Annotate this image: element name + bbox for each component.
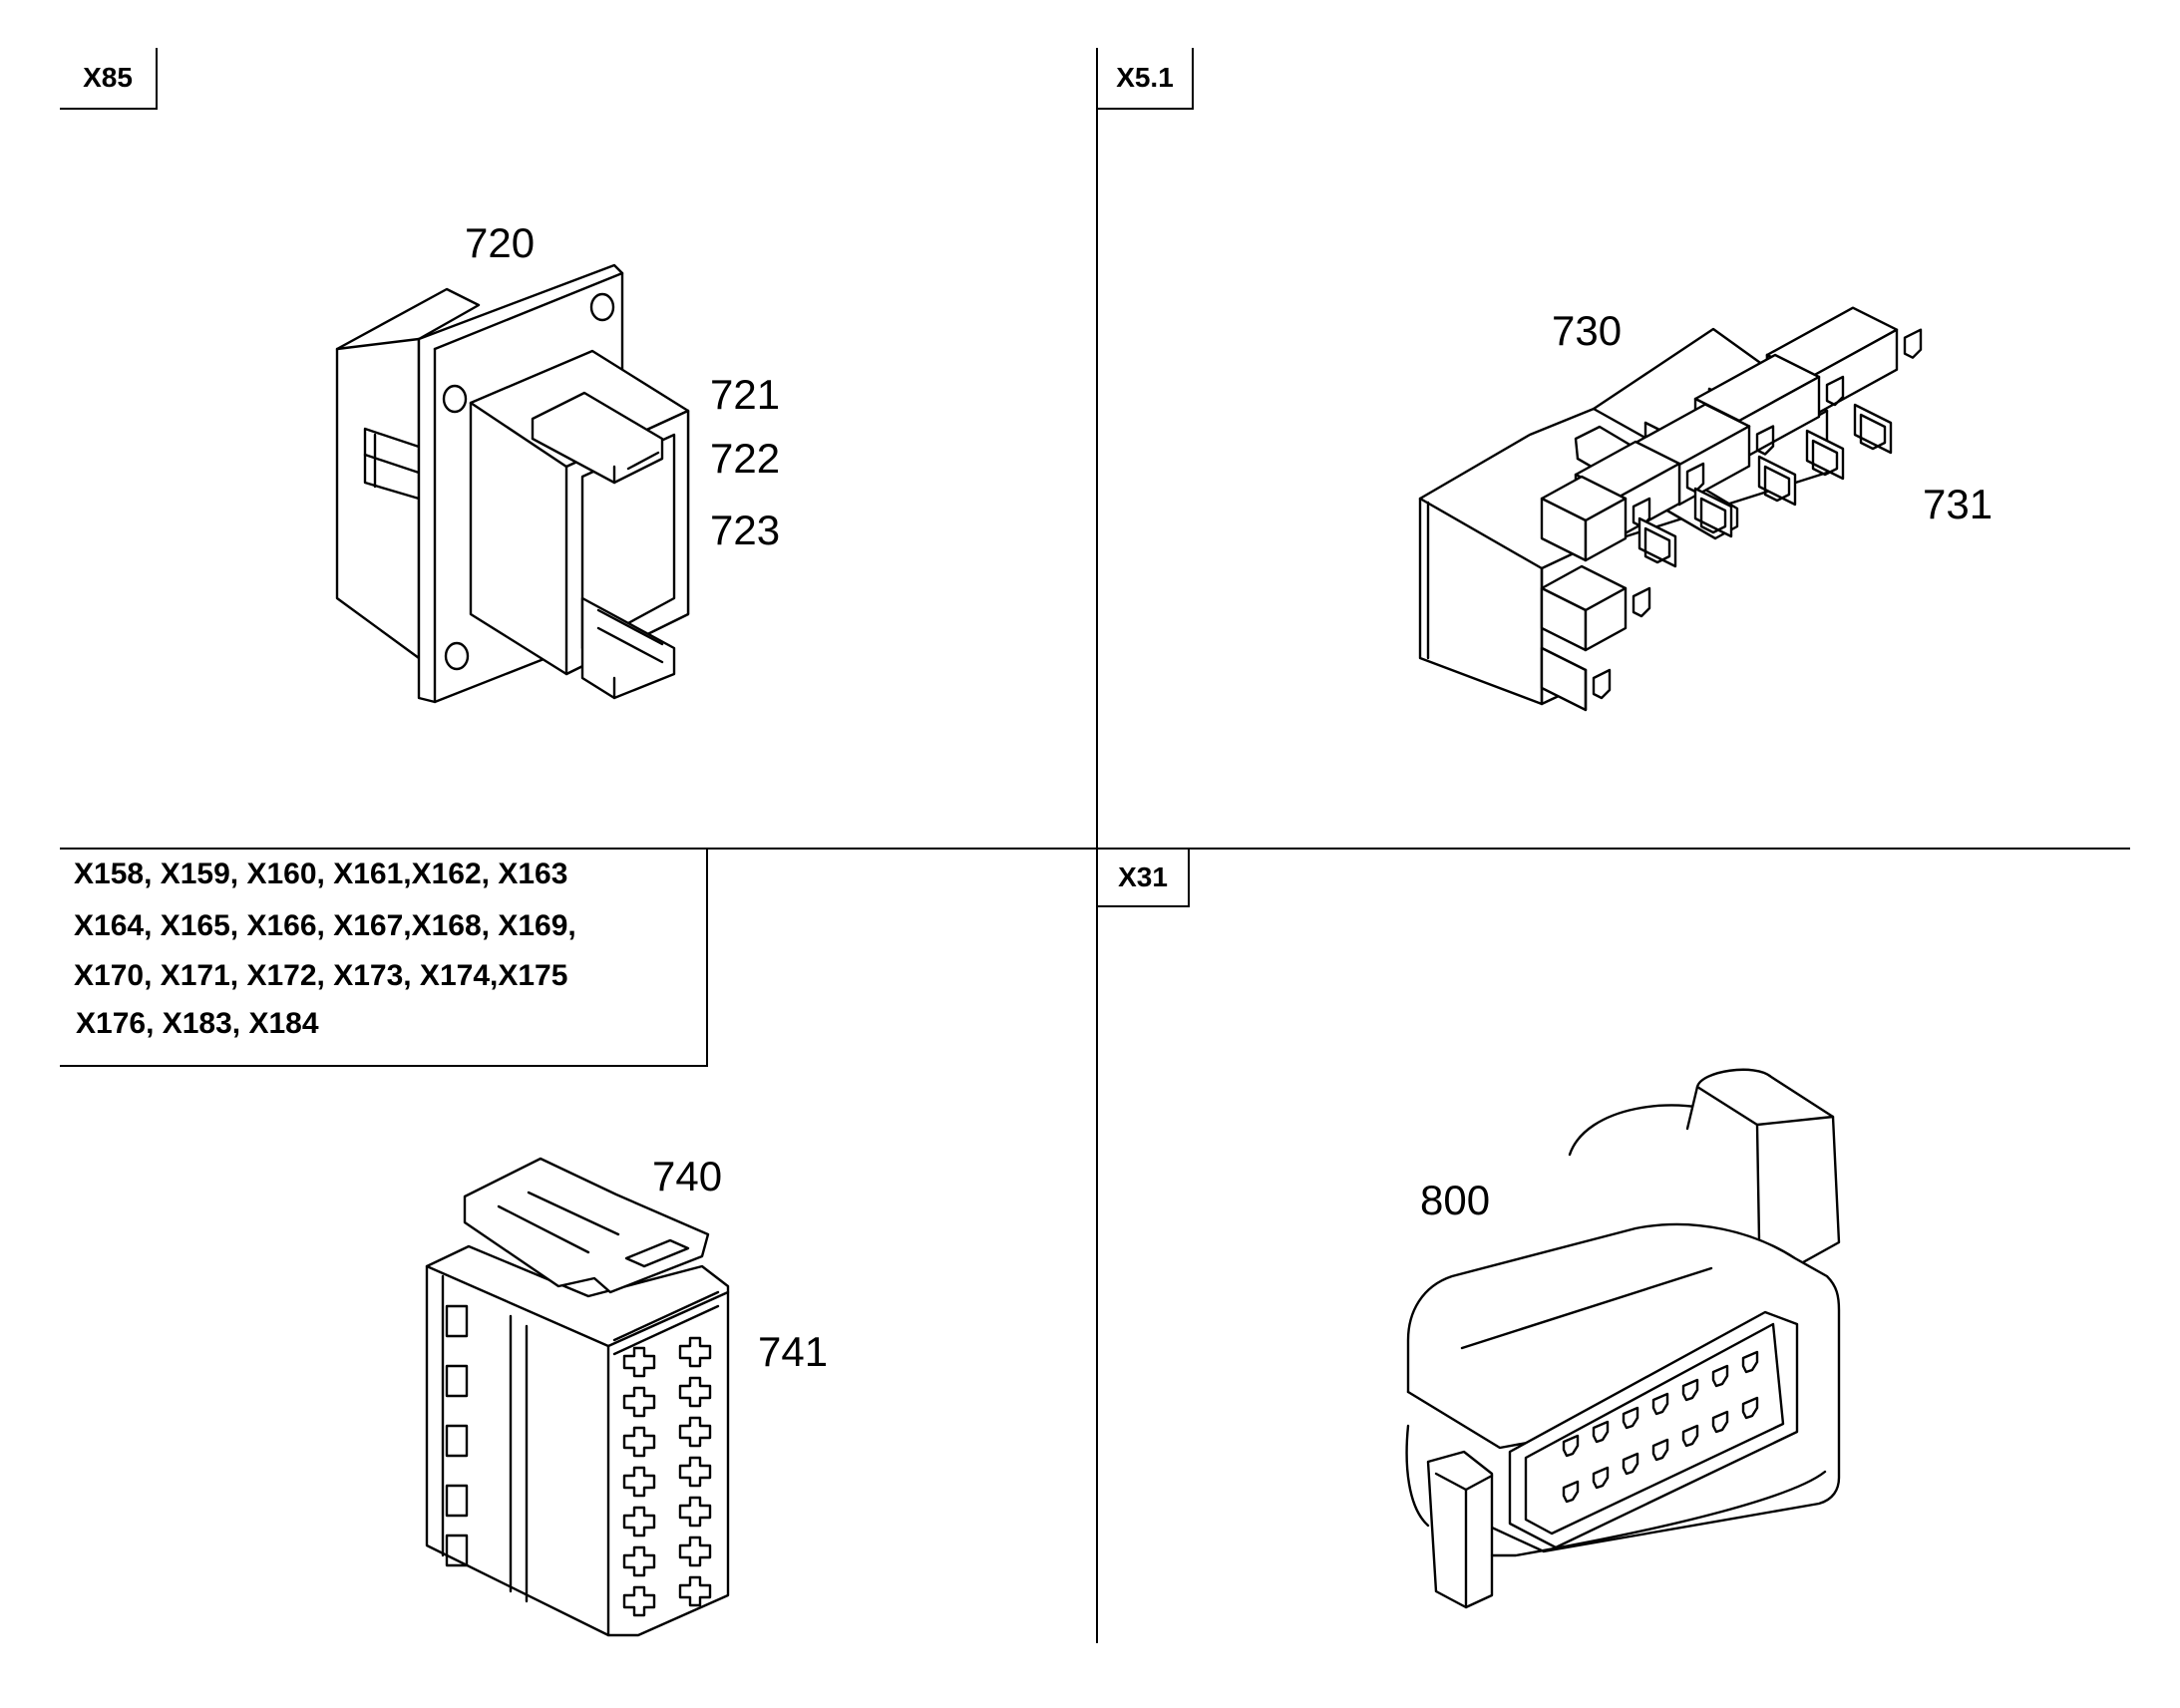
face-pin <box>1594 1422 1608 1442</box>
connector-list-line-3: X170, X171, X172, X173, X174,X175 <box>74 959 568 992</box>
callout-723: 723 <box>710 507 781 553</box>
terminal-tower <box>1542 648 1610 710</box>
callout-800: 800 <box>1420 1177 1491 1223</box>
side-cavity-column <box>447 1306 467 1565</box>
terminal-cross <box>624 1508 654 1536</box>
terminal-tower <box>1542 566 1649 650</box>
callout-722: 722 <box>710 435 781 482</box>
terminal-cross <box>680 1338 710 1366</box>
terminal-socket <box>1759 457 1795 505</box>
terminal-socket <box>1695 489 1731 536</box>
terminal-cavity <box>1542 308 1921 710</box>
vertical-divider <box>1096 48 1098 1643</box>
face-pin <box>1683 1426 1697 1446</box>
face-pin <box>1743 1352 1757 1372</box>
connector-list-line-4: X176, X183, X184 <box>76 1007 319 1040</box>
connector-tag-x85: X85 <box>83 62 133 93</box>
terminal-tower <box>1542 477 1649 560</box>
terminal-cross <box>624 1587 654 1615</box>
connector-740-drawing <box>427 1159 728 1635</box>
face-edge <box>614 1292 718 1340</box>
connector-800-drawing <box>1407 1070 1839 1607</box>
face-pin <box>1743 1398 1757 1418</box>
terminal-cross <box>624 1388 654 1416</box>
terminal-cross <box>624 1348 654 1376</box>
face-pin <box>1594 1468 1608 1488</box>
terminal-cross <box>624 1468 654 1496</box>
connector-list-box: X158, X159, X160, X161,X162, X163 X164, … <box>60 850 708 1067</box>
connector-730-drawing <box>1420 308 1921 710</box>
face-edge <box>614 1306 718 1354</box>
connector-tag-x5-1: X5.1 <box>1116 62 1174 93</box>
tag-box-x85: X85 <box>60 48 158 110</box>
terminal-cross <box>624 1547 654 1575</box>
terminal-cross <box>680 1418 710 1446</box>
tag-box-x31: X31 <box>1098 850 1190 907</box>
face-pin <box>1564 1436 1578 1456</box>
callout-720: 720 <box>465 219 536 266</box>
front-terminal-grid <box>614 1292 718 1615</box>
connector-list-line-1: X158, X159, X160, X161,X162, X163 <box>74 857 568 890</box>
terminal-socket <box>1639 518 1675 566</box>
face-pin <box>1683 1380 1697 1400</box>
terminal-cross <box>680 1458 710 1486</box>
horizontal-divider <box>60 848 2130 850</box>
face-pin <box>1653 1394 1667 1414</box>
callout-730: 730 <box>1552 307 1623 354</box>
tag-box-x5-1: X5.1 <box>1098 48 1194 110</box>
terminal-socket <box>1855 405 1891 453</box>
callout-721: 721 <box>710 371 781 418</box>
terminal-socket <box>1807 431 1843 479</box>
terminal-cross <box>624 1428 654 1456</box>
face-pin <box>1564 1482 1578 1502</box>
terminal-cross <box>680 1577 710 1605</box>
face-terminal-grid <box>1564 1352 1757 1502</box>
terminal-cross <box>680 1378 710 1406</box>
connector-720-drawing <box>337 265 688 702</box>
face-pin <box>1713 1412 1727 1432</box>
face-pin <box>1624 1454 1637 1474</box>
callout-740: 740 <box>652 1153 723 1199</box>
connector-list-line-2: X164, X165, X166, X167,X168, X169, <box>74 909 576 942</box>
callout-731: 731 <box>1923 481 1994 527</box>
terminal-cross <box>680 1498 710 1526</box>
terminal-cross <box>680 1537 710 1565</box>
face-pin <box>1653 1440 1667 1460</box>
face-pin <box>1624 1408 1637 1428</box>
connector-tag-x31: X31 <box>1118 861 1168 892</box>
face-pin <box>1713 1366 1727 1386</box>
callout-741: 741 <box>758 1328 829 1375</box>
